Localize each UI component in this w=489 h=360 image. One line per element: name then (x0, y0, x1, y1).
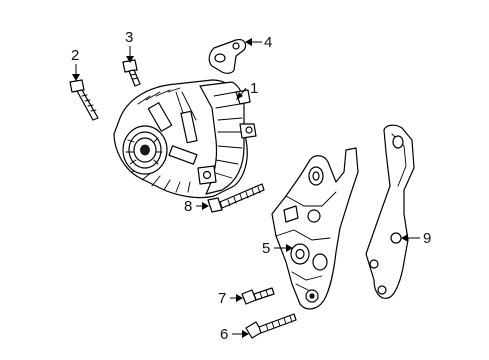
callout-6: 6 (220, 326, 228, 343)
callout-7: 7 (218, 290, 226, 307)
alternator (113, 79, 257, 199)
upper-bracket (208, 39, 247, 74)
bolt-short (122, 59, 141, 87)
callout-9: 9 (423, 230, 431, 247)
callout-3: 3 (125, 29, 133, 46)
bolt-7 (241, 287, 275, 305)
callout-8: 8 (184, 198, 192, 215)
brace (365, 124, 415, 299)
callout-4: 4 (264, 34, 272, 51)
bolt-long (69, 79, 99, 121)
mounting-bracket (271, 147, 359, 310)
bolt-6 (245, 313, 297, 339)
callout-1: 1 (250, 80, 258, 97)
callout-leaders (72, 38, 420, 338)
callout-2: 2 (71, 47, 79, 64)
bolt-8 (207, 183, 265, 213)
callout-5: 5 (262, 240, 270, 257)
